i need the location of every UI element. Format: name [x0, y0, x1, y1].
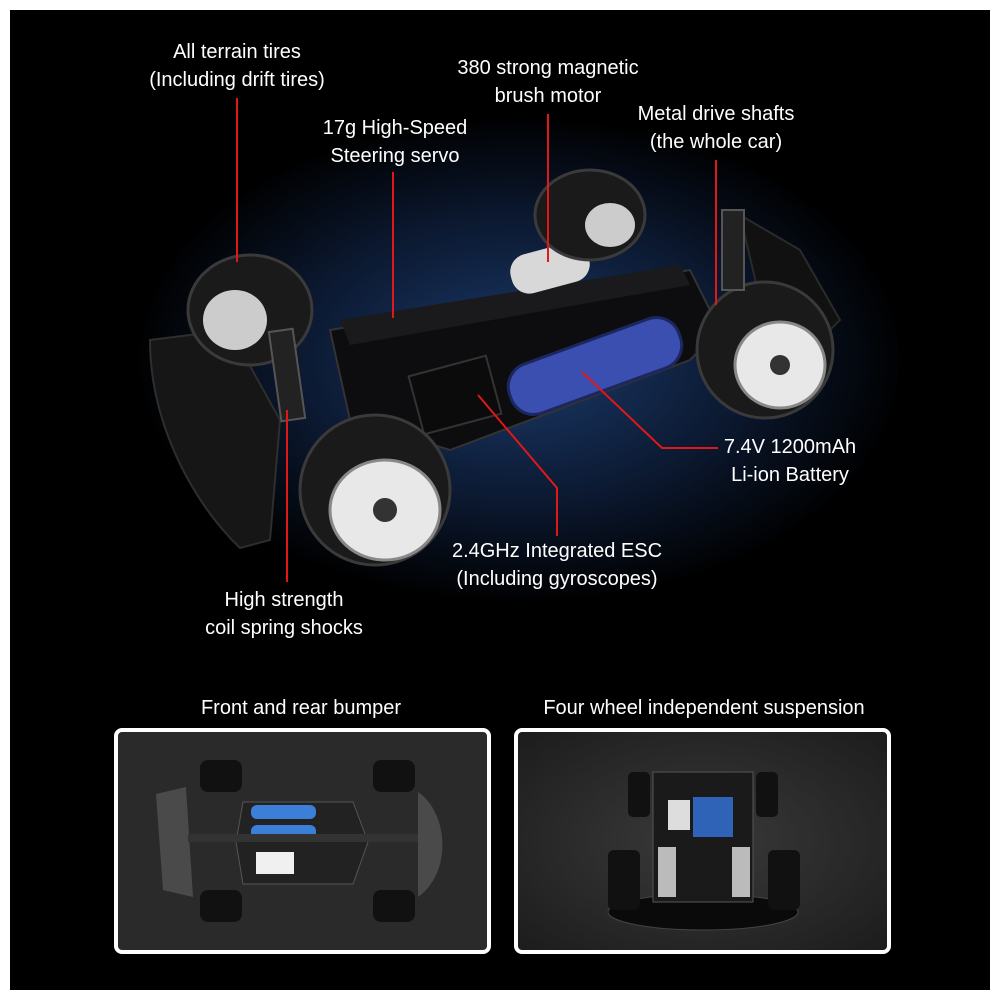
callout-shafts: Metal drive shafts (the whole car)	[638, 100, 795, 156]
battery	[506, 316, 684, 416]
panel-suspension-photo	[514, 728, 891, 954]
rear-shock	[721, 209, 745, 291]
front-shock	[267, 327, 307, 423]
callout-shocks-line1: High strength	[224, 589, 344, 611]
callout-motor: 380 strong magnetic brush motor	[457, 54, 638, 110]
panel-left-title: Front and rear bumper	[200, 697, 402, 719]
callout-servo: 17g High-Speed Steering servo	[323, 114, 468, 170]
callout-esc: 2.4GHz Integrated ESC (Including gyrosco…	[452, 537, 662, 593]
callout-servo-line2: Steering servo	[330, 145, 460, 167]
callout-shocks-line2: coil spring shocks	[205, 617, 363, 639]
callout-shafts-line2: (the whole car)	[649, 131, 783, 153]
suspension-front-view-illustration	[607, 771, 800, 931]
wheel-rear-left	[533, 168, 647, 262]
callout-tires-line2: (Including drift tires)	[149, 69, 325, 91]
wheel-front-right	[298, 413, 452, 567]
callout-motor-line2: brush motor	[494, 85, 602, 107]
esc	[407, 354, 503, 436]
front-bumper	[148, 328, 282, 550]
callout-esc-line1: 2.4GHz Integrated ESC	[451, 540, 663, 562]
battery-callout-line	[581, 371, 718, 449]
callout-servo-line1: 17g High-Speed	[322, 117, 468, 139]
wheel-rear-right	[695, 280, 835, 420]
wheel-front-left	[186, 253, 314, 367]
callout-esc-line2: (Including gyroscopes)	[456, 568, 658, 590]
callout-shafts-line1: Metal drive shafts	[637, 103, 795, 125]
callout-battery: 7.4V 1200mAh Li-ion Battery	[724, 433, 856, 489]
callout-battery-line1: 7.4V 1200mAh	[723, 436, 857, 458]
callout-shocks: High strength coil spring shocks	[205, 586, 363, 642]
callout-battery-line2: Li-ion Battery	[731, 464, 849, 486]
panel-right-title: Four wheel independent suspension	[543, 697, 865, 719]
chassis-rail	[340, 265, 690, 345]
callout-tires: All terrain tires (Including drift tires…	[149, 38, 325, 94]
callout-tires-line1: All terrain tires	[173, 41, 301, 63]
panel-bumper-photo	[114, 728, 491, 954]
callout-motor-line1: 380 strong magnetic	[457, 57, 639, 79]
callout-lines	[236, 98, 718, 582]
bumper-topview-illustration	[156, 760, 443, 922]
esc-callout-line	[477, 394, 558, 536]
